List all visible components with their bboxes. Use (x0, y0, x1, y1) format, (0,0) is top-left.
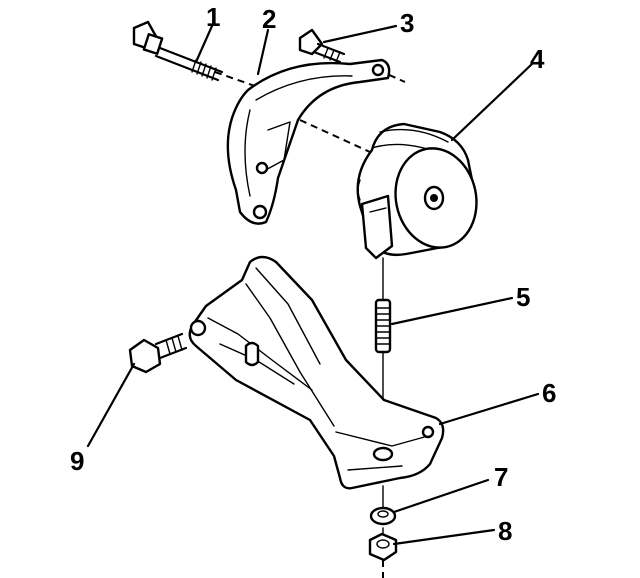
part-6-support-bracket (188, 255, 445, 490)
part-1-long-bolt (132, 20, 224, 82)
callout-6: 6 (542, 378, 556, 408)
leader-lines (86, 24, 540, 546)
callout-4: 4 (530, 44, 545, 74)
part-8-nut (368, 532, 398, 562)
callout-3: 3 (400, 8, 414, 38)
part-9-side-bolt (128, 332, 188, 374)
part-3-short-bolt (298, 28, 346, 64)
callout-2: 2 (262, 4, 276, 34)
part-4-rubber-mount (356, 122, 478, 260)
part-2-curved-bracket (226, 58, 391, 225)
callout-8: 8 (498, 516, 512, 546)
callout-9: 9 (70, 446, 84, 476)
part-7-washer (369, 506, 397, 526)
part-5-stud (374, 298, 392, 354)
callout-1: 1 (206, 2, 220, 32)
callout-5: 5 (516, 282, 530, 312)
callout-numbers: 1 2 3 4 5 6 7 8 9 (70, 2, 556, 546)
callout-7: 7 (494, 462, 508, 492)
